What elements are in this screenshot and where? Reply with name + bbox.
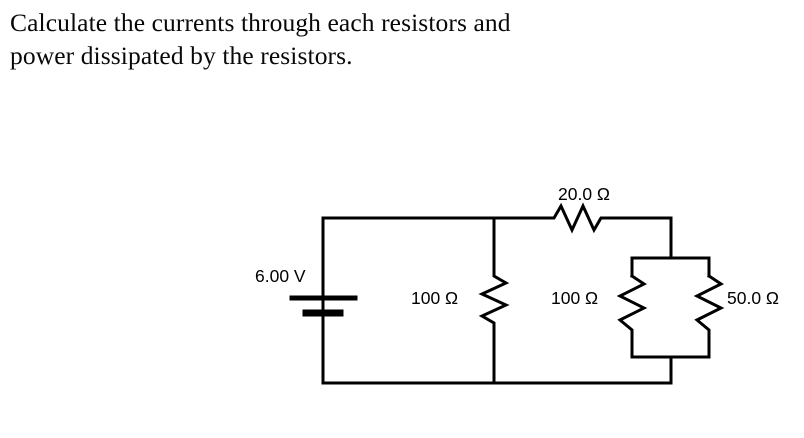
resistor-100-ohm-middle-label: 100 Ω (411, 288, 459, 308)
problem-statement: Calculate the currents through each resi… (10, 8, 511, 70)
resistor-50-ohm-label: 50.0 Ω (727, 288, 780, 308)
resistor-20-ohm-label: 20.0 Ω (558, 184, 611, 204)
battery-voltage-label: 6.00 V (255, 266, 306, 286)
resistor-20-ohm-symbol (546, 202, 609, 234)
resistor-50-ohm-symbol (693, 273, 725, 341)
resistor-100-ohm-parallel-symbol (616, 273, 648, 341)
resistor-100-ohm-middle-symbol (478, 268, 510, 331)
resistor-100-ohm-parallel-label: 100 Ω (551, 288, 599, 308)
